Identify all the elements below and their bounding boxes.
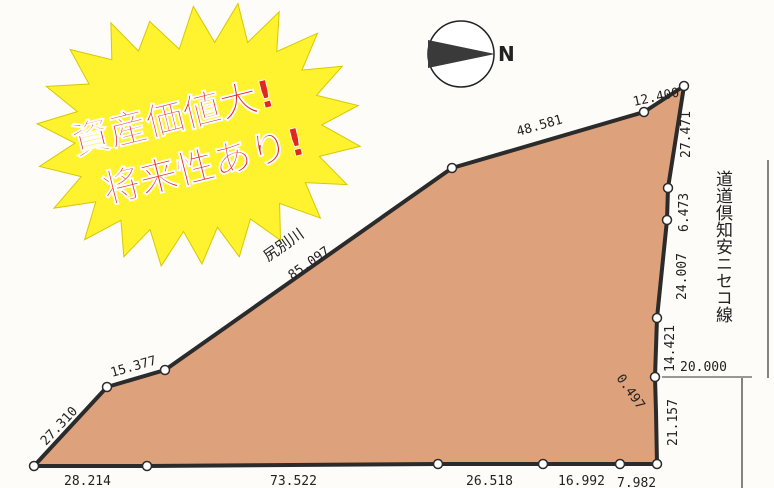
road: 20.000 道道倶知安ニセコ線	[662, 160, 769, 488]
road-name: 道道倶知安ニセコ線	[712, 170, 733, 323]
boundary-point	[141, 460, 153, 472]
dim-bottom-1: 28.214	[64, 474, 111, 488]
dim-right-3: 24.007	[675, 253, 690, 300]
boundary-point	[159, 364, 171, 376]
boundary-point	[661, 214, 673, 226]
boundary-point	[651, 458, 663, 470]
north-arrow: N	[427, 20, 515, 88]
boundary-point	[662, 182, 674, 194]
boundary-point	[638, 106, 650, 118]
dim-right-6: 21.157	[666, 399, 681, 446]
boundary-point	[446, 162, 458, 174]
burst-shape	[35, 2, 362, 268]
north-letter: N	[498, 42, 515, 66]
north-needle-dark	[428, 40, 495, 54]
road-width-label: 20.000	[680, 360, 727, 375]
boundary-point	[649, 371, 661, 383]
boundary-point	[651, 312, 663, 324]
dim-right-4: 14.421	[663, 325, 678, 372]
dim-right-1: 27.471	[679, 111, 694, 158]
dim-bottom-5: 7.982	[617, 476, 656, 488]
boundary-point	[678, 80, 690, 92]
boundary-point	[101, 381, 113, 393]
boundary-points	[28, 80, 690, 472]
boundary-point	[28, 460, 40, 472]
dim-bottom-3: 26.518	[466, 474, 513, 488]
promo-burst: 資産価値大! 将来性あり!	[35, 2, 362, 268]
boundary-point	[614, 458, 626, 470]
dim-bottom-2: 73.522	[270, 474, 317, 488]
dim-bottom-4: 16.992	[558, 474, 605, 488]
dim-right-2: 6.473	[677, 193, 692, 232]
boundary-point	[432, 458, 444, 470]
boundary-point	[537, 458, 549, 470]
north-needle-light	[428, 54, 495, 68]
